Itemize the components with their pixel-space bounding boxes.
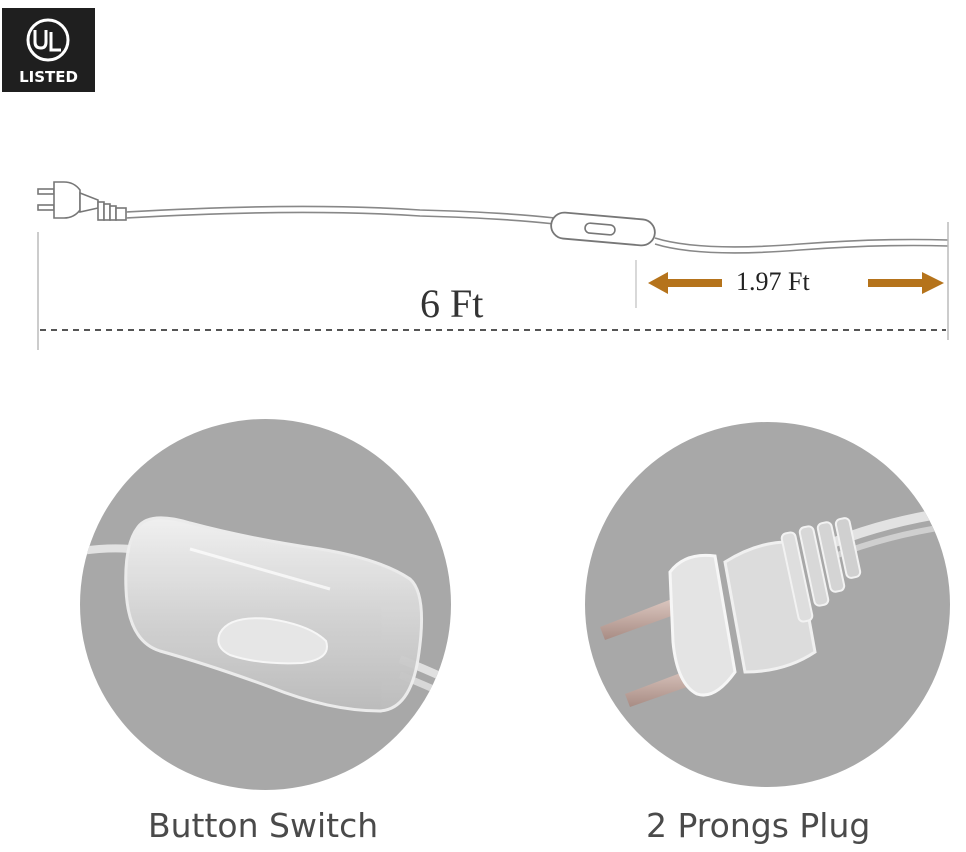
two-prong-plug-photo-icon: [600, 507, 950, 707]
plug-caption: 2 Prongs Plug: [646, 806, 871, 845]
segment-arrow-right-icon: [868, 272, 944, 294]
total-length-label: 6 Ft: [420, 281, 484, 326]
plug-photo: [585, 422, 950, 787]
ul-listed-badge: LISTED: [2, 8, 95, 92]
segment-length-label: 1.97 Ft: [736, 267, 810, 296]
switch-photo: [80, 419, 451, 790]
inline-switch-photo-icon: [80, 516, 451, 713]
ul-logo-icon: [26, 18, 70, 62]
segment-arrow-left-icon: [648, 272, 722, 294]
switch-drawing-icon: [550, 211, 656, 247]
cord-length-diagram: [37, 181, 949, 350]
plug-drawing-icon: [37, 181, 127, 221]
cord-line: [125, 205, 556, 219]
switch-caption: Button Switch: [148, 806, 379, 845]
ul-listed-label: LISTED: [19, 68, 78, 86]
